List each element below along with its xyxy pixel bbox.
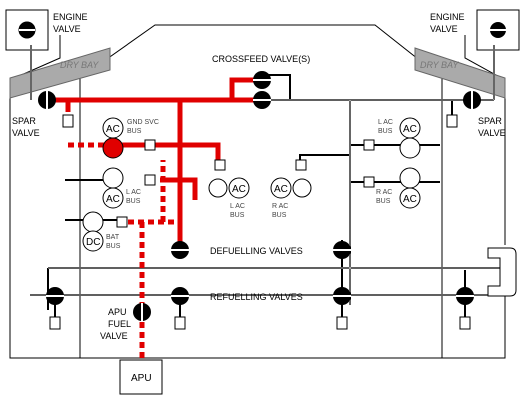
apu-label: APU bbox=[131, 373, 152, 384]
pump-gnd-svc-bus-2: BUS bbox=[127, 128, 142, 135]
pump-l-ac-upper-bus-2: BUS bbox=[126, 198, 141, 205]
spar-valve-left-label-1: SPAR bbox=[12, 116, 36, 126]
spar-valve-right[interactable] bbox=[463, 91, 481, 109]
engine-valve-right[interactable] bbox=[490, 22, 506, 38]
pump-r-ac-lower-bus-2: BUS bbox=[376, 198, 391, 205]
pump-center-l-symbol: AC bbox=[232, 184, 246, 195]
spar-valve-right-label-2: VALVE bbox=[478, 128, 506, 138]
spar-valve-right-label-1: SPAR bbox=[478, 116, 502, 126]
engine-valve-right-label-1: ENGINE bbox=[430, 12, 465, 22]
crossfeed-label: CROSSFEED VALVE(S) bbox=[212, 54, 310, 64]
dry-bay-left bbox=[9, 47, 111, 99]
pump-center-l-bus-2: BUS bbox=[230, 212, 245, 219]
pump-bat-symbol: DC bbox=[86, 237, 100, 248]
pipe-inner bbox=[30, 45, 500, 305]
crossfeed-valve-top[interactable] bbox=[253, 71, 271, 89]
defuel-valve-right[interactable] bbox=[333, 241, 351, 259]
dry-bay-right-label: DRY BAY bbox=[420, 60, 459, 70]
pump-gnd-svc[interactable]: AC GND SVC BUS bbox=[102, 117, 159, 159]
pump-gnd-svc-bus-1: GND SVC bbox=[127, 119, 159, 126]
engine-valve-left-label-2: VALVE bbox=[53, 24, 81, 34]
pump-r-ac-upper-bus-1: L AC bbox=[378, 119, 393, 126]
refuelling-label: REFUELLING VALVES bbox=[210, 292, 303, 302]
pump-center-r-bus-1: R AC bbox=[272, 203, 288, 210]
engine-valve-left-label-1: ENGINE bbox=[53, 12, 88, 22]
engine-valve-left[interactable] bbox=[18, 21, 36, 39]
pump-r-ac-lower[interactable]: AC R AC BUS bbox=[376, 167, 421, 209]
pump-r-ac-lower-symbol: AC bbox=[403, 194, 417, 205]
pump-r-ac-upper[interactable]: AC L AC BUS bbox=[378, 117, 421, 159]
refuel-valve-4[interactable] bbox=[456, 287, 474, 305]
spar-valve-left-label-2: VALVE bbox=[12, 128, 40, 138]
dry-bay-right bbox=[414, 47, 506, 99]
pump-r-ac-upper-bus-2: BUS bbox=[378, 128, 393, 135]
refuel-valve-3[interactable] bbox=[333, 287, 351, 305]
pump-l-ac-upper-bus-1: L AC bbox=[126, 189, 141, 196]
apu-fuel-valve-label-2: FUEL bbox=[108, 319, 131, 329]
pump-center-r-bus-2: BUS bbox=[272, 212, 287, 219]
pump-r-ac-upper-symbol: AC bbox=[403, 124, 417, 135]
pump-bat-bus-2: BUS bbox=[106, 243, 121, 250]
pump-bat[interactable]: DC BAT BUS bbox=[82, 211, 121, 252]
dry-bay-left-label: DRY BAY bbox=[60, 60, 99, 70]
refuel-valve-2[interactable] bbox=[171, 287, 189, 305]
defuel-valve-left[interactable] bbox=[171, 241, 189, 259]
spar-valve-left[interactable] bbox=[38, 91, 56, 109]
pump-bat-bus-1: BAT bbox=[106, 234, 120, 241]
pump-gnd-svc-symbol: AC bbox=[106, 124, 120, 135]
apu-fuel-valve-label-1: APU bbox=[108, 307, 127, 317]
apu-fuel-valve[interactable] bbox=[133, 303, 151, 321]
pump-l-ac-upper-symbol: AC bbox=[106, 194, 120, 205]
pump-center-r[interactable]: AC R AC BUS bbox=[270, 177, 312, 219]
crossfeed-valve-bottom[interactable] bbox=[253, 91, 271, 109]
apu-box bbox=[119, 359, 163, 395]
refuel-valve-1[interactable] bbox=[46, 287, 64, 305]
defuelling-label: DEFUELLING VALVES bbox=[210, 246, 303, 256]
tank-partitions bbox=[79, 100, 443, 358]
engine-valve-right-label-2: VALVE bbox=[430, 24, 458, 34]
pump-r-ac-lower-bus-1: R AC bbox=[376, 189, 392, 196]
refuel-receptacle bbox=[487, 247, 517, 297]
pump-center-l-bus-1: L AC bbox=[230, 203, 245, 210]
pump-l-ac-upper[interactable]: AC L AC BUS bbox=[102, 167, 141, 209]
apu-fuel-valve-label-3: VALVE bbox=[100, 331, 128, 341]
pump-center-r-symbol: AC bbox=[274, 184, 288, 195]
check-valves bbox=[49, 114, 471, 330]
pump-center-l[interactable]: AC L AC BUS bbox=[208, 177, 250, 219]
